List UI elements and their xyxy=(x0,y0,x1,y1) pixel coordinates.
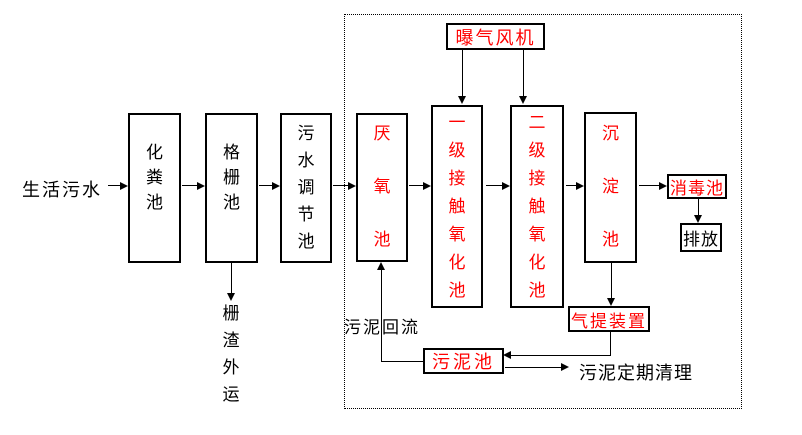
primary-contact-oxidation-tank-box: 一 级 接 触 氧 化 池 xyxy=(431,105,483,308)
arrowhead-primary-to-secondary xyxy=(502,182,510,190)
disinfection-tank-box: 消毒池 xyxy=(667,174,727,199)
secondary-contact-oxidation-tank-box: 二 级 接 触 氧 化 池 xyxy=(510,105,564,308)
flow-line-sedimentation-to-disinfection xyxy=(639,185,660,186)
line-airlift-down xyxy=(610,332,611,356)
grid-tank-box: 格 栅 池 xyxy=(205,113,258,263)
flow-line-primary-to-secondary xyxy=(486,185,503,186)
arrowhead-grid-to-screen-residue xyxy=(227,293,235,301)
screen-residue-removal-label: 栅 渣 外 运 xyxy=(222,304,240,405)
arrowhead-disinfection-to-discharge xyxy=(694,215,702,223)
arrowhead-sludge-to-cleaning xyxy=(561,363,569,371)
sludge-tank-label: 污泥池 xyxy=(432,352,495,373)
line-sludge-return-horizontal xyxy=(381,361,423,362)
arrowhead-blower-to-secondary xyxy=(519,96,527,104)
system-boundary-dotted-box xyxy=(344,14,742,409)
arrowhead-sedimentation-to-airlift xyxy=(607,298,615,306)
arrowhead-secondary-to-sedimentation xyxy=(576,182,584,190)
sludge-tank-box: 污泥池 xyxy=(423,348,504,374)
anaerobic-tank-box: 厌 氧 池 xyxy=(356,113,408,262)
regulating-tank-box: 污 水 调 节 池 xyxy=(280,113,332,263)
flow-line-disinfection-to-discharge xyxy=(698,199,699,216)
domestic-sewage-label: 生活污水 xyxy=(22,180,102,201)
arrowhead-sludge-return xyxy=(377,262,385,270)
line-sludge-return-vertical xyxy=(381,269,382,361)
disinfection-tank-label: 消毒池 xyxy=(670,179,724,199)
grid-tank-label: 格 栅 池 xyxy=(223,142,240,213)
flow-line-septic-to-grid xyxy=(182,185,199,186)
line-grid-to-screen-residue xyxy=(231,263,232,294)
secondary-contact-oxidation-tank-label: 二 级 接 触 氧 化 池 xyxy=(528,112,546,301)
discharge-label: 排放 xyxy=(683,230,719,250)
flow-line-secondary-to-sedimentation xyxy=(566,185,578,186)
line-sludge-to-cleaning xyxy=(505,367,562,368)
arrowhead-source-to-septic xyxy=(120,182,128,190)
line-sedimentation-to-airlift xyxy=(611,263,612,299)
flow-line-anaerobic-to-primary xyxy=(409,185,424,186)
discharge-box: 排放 xyxy=(680,223,722,252)
primary-contact-oxidation-tank-label: 一 级 接 触 氧 化 池 xyxy=(448,112,466,301)
air-lift-device-box: 气提装置 xyxy=(568,306,650,332)
aeration-blower-label: 曝气风机 xyxy=(455,27,536,49)
sedimentation-tank-box: 沉 淀 池 xyxy=(584,112,637,263)
flow-line-source-to-septic xyxy=(108,185,121,186)
sludge-return-label: 污泥回流 xyxy=(344,318,420,338)
aeration-blower-box: 曝气风机 xyxy=(446,23,545,50)
arrowhead-grid-to-regulating xyxy=(272,182,280,190)
septic-tank-box: 化 粪 池 xyxy=(128,113,181,263)
arrowhead-sedimentation-to-disinfection xyxy=(659,182,667,190)
flow-line-grid-to-regulating xyxy=(259,185,273,186)
anaerobic-tank-label: 厌 氧 池 xyxy=(373,124,391,250)
arrowhead-airlift-to-sludge xyxy=(503,351,511,359)
flow-line-regulating-to-anaerobic xyxy=(333,185,349,186)
arrowhead-blower-to-primary xyxy=(458,96,466,104)
air-lift-device-label: 气提装置 xyxy=(571,311,647,332)
arrowhead-regulating-to-anaerobic xyxy=(348,182,356,190)
sedimentation-tank-label: 沉 淀 池 xyxy=(602,124,619,250)
septic-tank-label: 化 粪 池 xyxy=(146,142,163,213)
sludge-periodic-cleaning-label: 污泥定期清理 xyxy=(579,363,693,384)
air-line-blower-to-primary xyxy=(462,50,463,97)
arrowhead-anaerobic-to-primary xyxy=(423,182,431,190)
arrowhead-septic-to-grid xyxy=(197,182,205,190)
regulating-tank-label: 污 水 调 节 池 xyxy=(297,123,315,252)
air-line-blower-to-secondary xyxy=(523,50,524,97)
line-airlift-to-sludge xyxy=(511,355,611,356)
